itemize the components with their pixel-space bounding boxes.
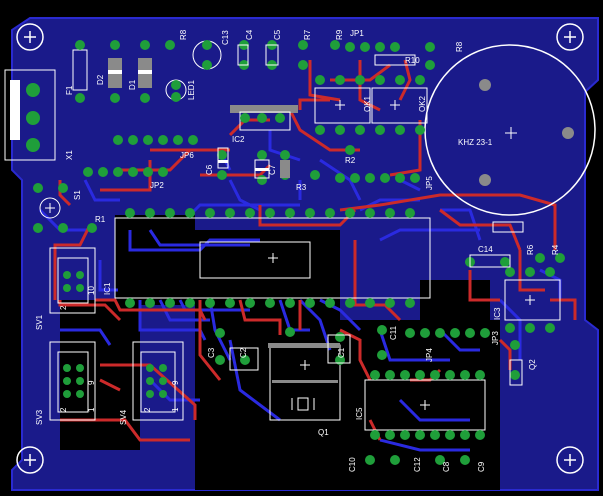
label-c1: C1 [337,347,346,358]
label-f1: F1 [65,85,74,95]
led1 [165,79,187,102]
label-ok1: OK1 [363,95,372,112]
label-c11: C11 [389,325,398,340]
crystal-q1 [268,343,341,421]
label-sv1-pin10: 10 [87,286,96,295]
label-r7: R7 [303,29,312,40]
jp6-pads [113,135,198,145]
switch-s1 [33,183,68,233]
mounting-hole [16,446,44,474]
label-sv4-pin2: 2 [143,407,152,412]
label-d2: D2 [96,74,105,85]
sv-pads [63,271,167,398]
label-ic3: IC3 [493,307,502,320]
label-c3: C3 [207,347,216,358]
label-c6: C6 [205,164,214,175]
label-s1: S1 [73,190,82,200]
ground-plane-void [60,300,140,450]
mounting-hole [556,446,584,474]
label-khz: KHZ 23-1 [458,138,493,147]
ic3-pads [505,267,555,333]
label-r4: R4 [551,244,560,255]
ok1-outline [314,87,371,124]
ground-plane-void [115,215,195,305]
label-ic5: IC5 [355,407,364,420]
diode-d2 [108,40,122,103]
label-led1: LED1 [187,79,196,100]
label-ic1: IC1 [103,282,112,295]
label-jp5: JP5 [425,176,434,190]
capacitor-c13 [192,40,222,70]
label-sv3-pin9: 9 [87,380,96,385]
label-sv1-pin2: 2 [59,305,68,310]
connector-sv3 [49,341,96,421]
label-c14: C14 [478,245,493,254]
label-sv3: SV3 [35,409,44,425]
label-c10: C10 [348,457,357,472]
label-r6: R6 [526,244,535,255]
label-jp4: JP4 [425,348,434,362]
label-x1: X1 [65,150,74,160]
diode-d1 [138,40,152,103]
ic5-outline [364,379,486,431]
label-r9: R9 [335,29,344,40]
label-c7: C7 [268,164,277,175]
label-sv3-pin1: 1 [87,407,96,412]
label-r2: R2 [345,156,356,165]
label-jp1: JP1 [350,29,364,38]
jp5-pads [335,173,420,183]
label-jp2: JP2 [150,181,164,190]
label-jp6: JP6 [180,151,194,160]
label-r3: R3 [296,183,307,192]
mounting-hole [16,23,44,51]
ok2-outline [371,87,428,124]
bottom-layer-traces [38,130,562,452]
ic1-outline [114,217,431,299]
connector-sv4 [132,341,184,421]
label-r10: R10 [405,56,420,65]
label-sv3-pin2: 2 [59,407,68,412]
jp4-pads [405,328,490,338]
component-bodies [217,44,524,386]
label-r8-right: R8 [455,41,464,52]
connector-x1 [4,69,56,161]
ic3-outline [504,279,561,321]
label-sv4-pin1: 1 [171,407,180,412]
label-c9: C9 [477,461,486,472]
ic5-pads [370,370,485,440]
label-sv1: SV1 [35,314,44,330]
ok-pads [315,75,425,135]
ic2-outline [230,105,298,131]
label-c8: C8 [442,461,451,472]
ic1-pads-bottom [125,298,415,308]
ic1-pads-top [125,208,415,218]
label-c12: C12 [413,457,422,472]
label-c5: C5 [273,29,282,40]
label-d1: D1 [128,79,137,90]
label-sv4: SV4 [119,409,128,425]
jp1-pads [345,42,400,52]
label-r8-top: R8 [179,29,188,40]
label-c2: C2 [239,347,248,358]
label-q1: Q1 [318,428,329,437]
fuse-f1 [72,40,88,103]
connector-sv1 [49,247,96,314]
label-ic2: IC2 [232,135,245,144]
label-jp3: JP3 [491,331,500,345]
label-ok2: OK2 [418,95,427,112]
label-sv4-pin9: 9 [171,380,180,385]
label-c13: C13 [221,30,230,45]
label-r1: R1 [95,215,106,224]
label-q2: Q2 [528,359,537,370]
label-c4: C4 [245,29,254,40]
mounting-hole [556,23,584,51]
jp2-pads [83,167,168,177]
